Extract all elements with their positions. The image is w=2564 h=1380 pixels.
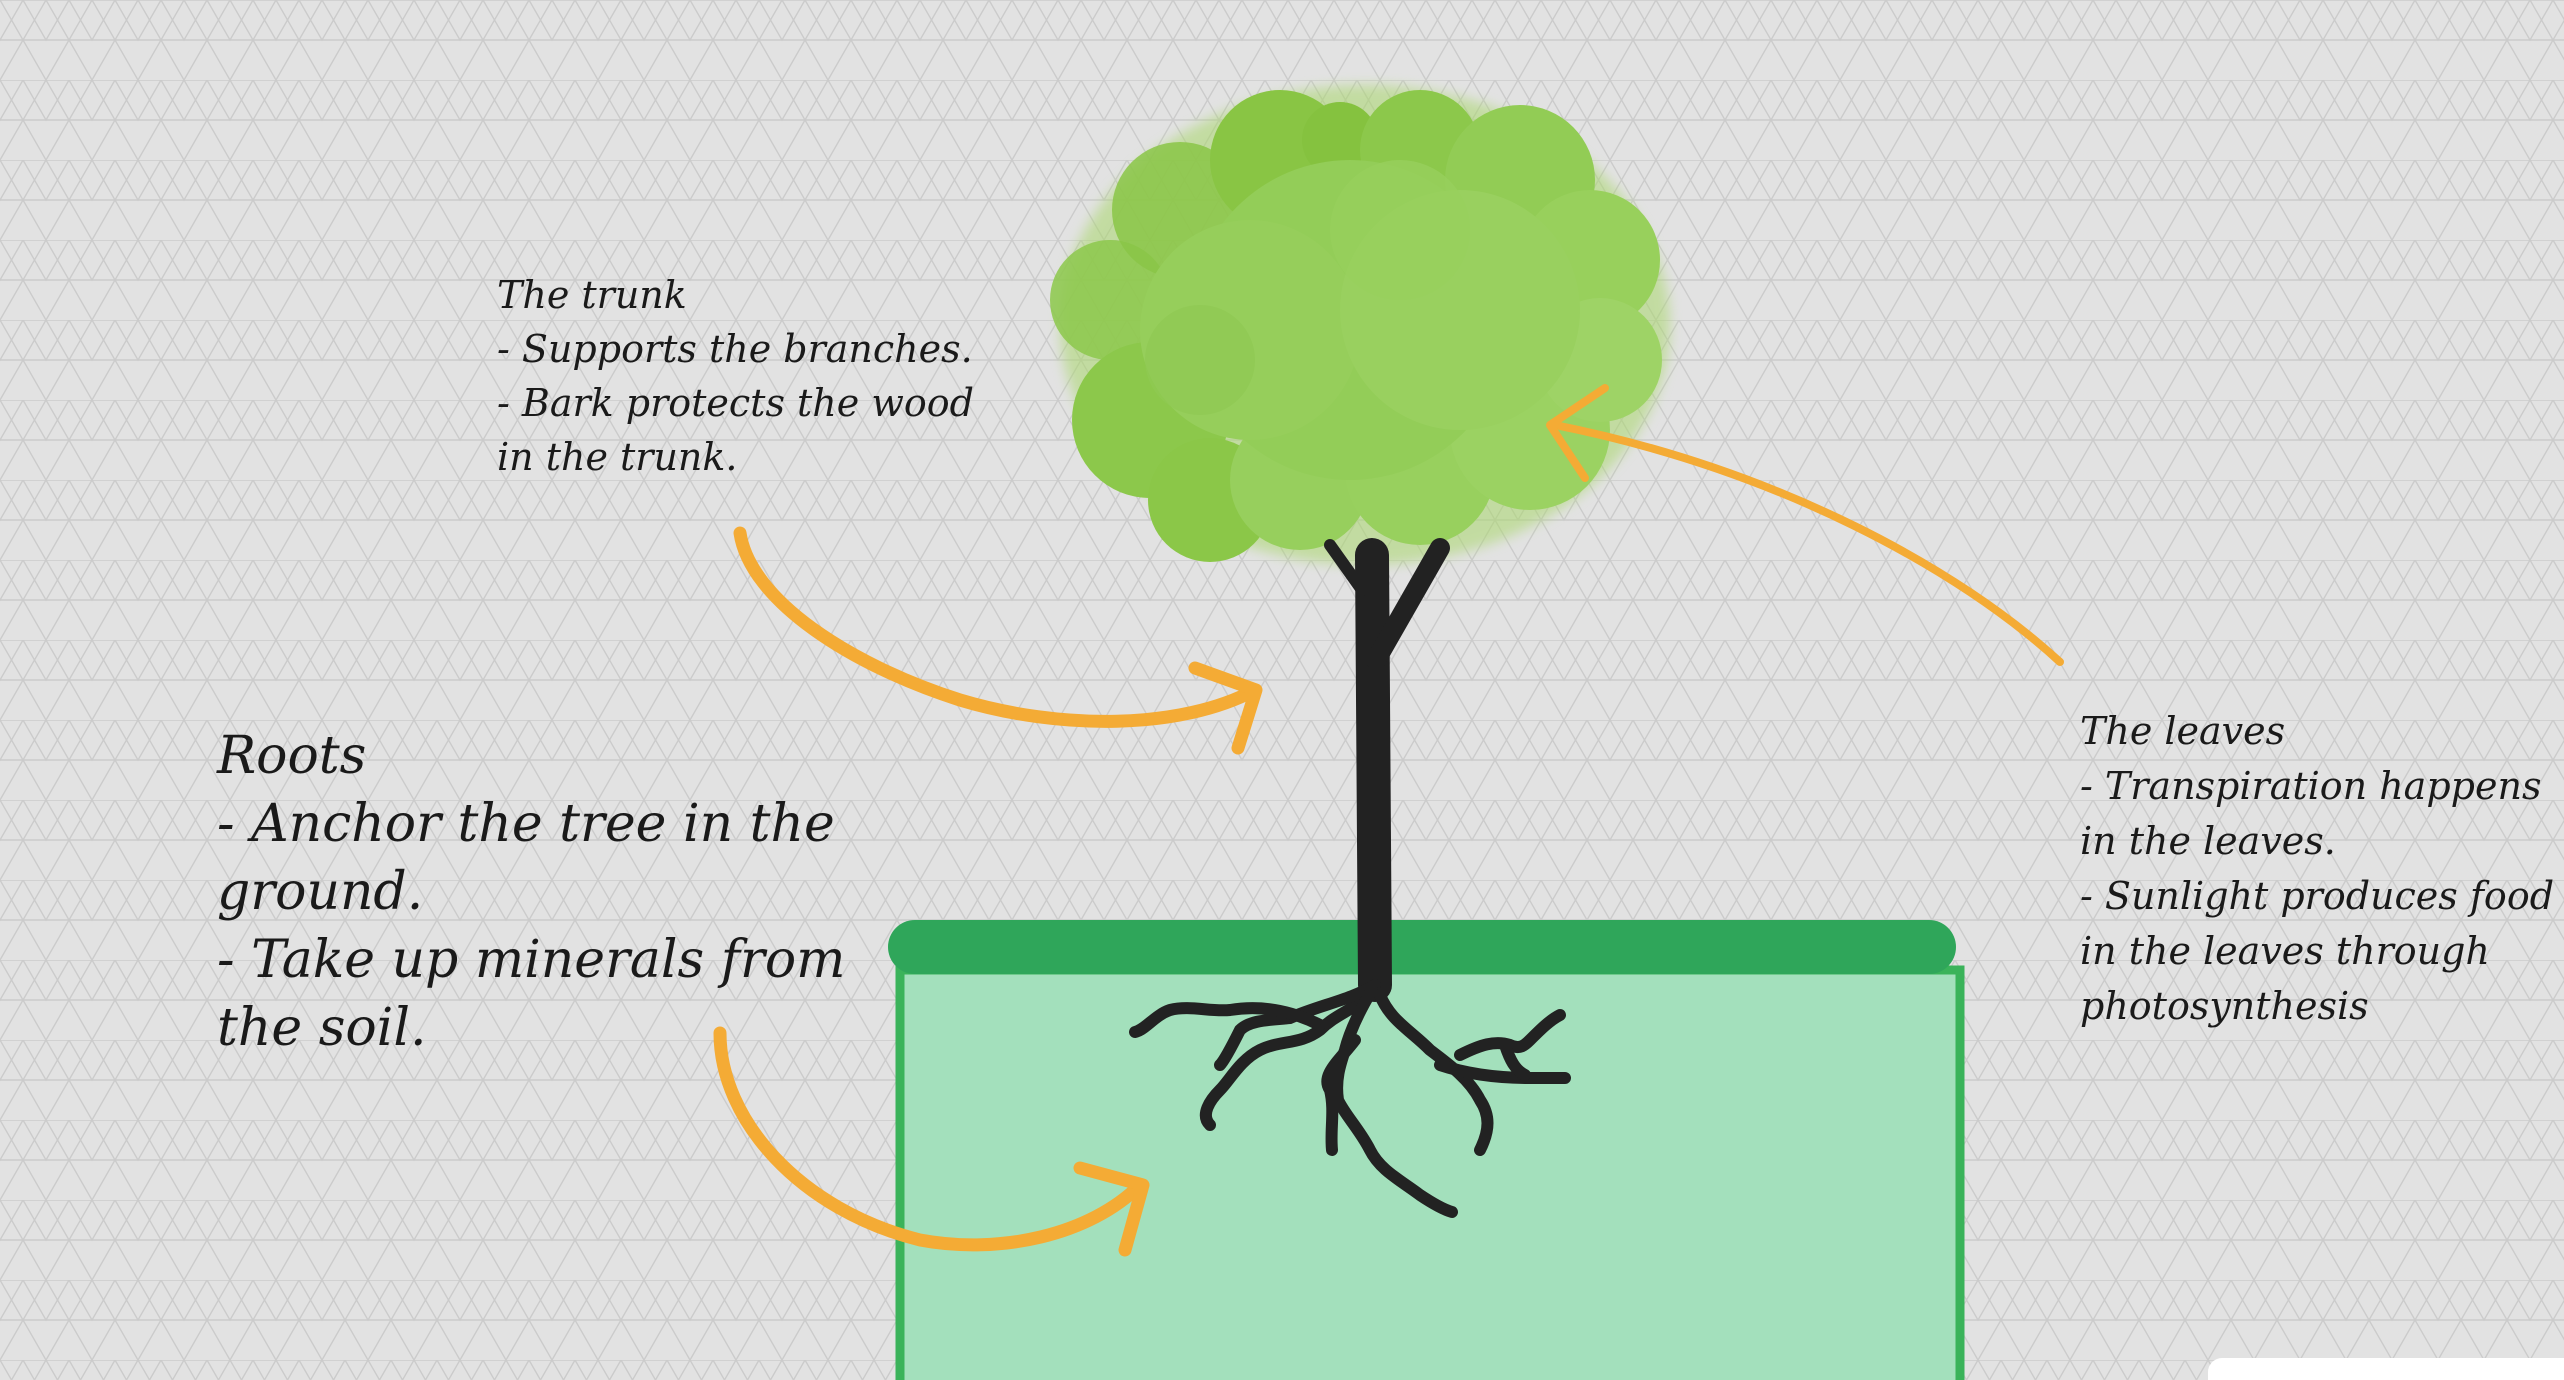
tree-roots xyxy=(1129,979,1571,1218)
ground-bar xyxy=(888,920,1956,974)
leaves-note-title: The leaves xyxy=(2080,709,2286,753)
roots-note-line: - Take up minerals from xyxy=(217,930,846,990)
roots-note-line: the soil. xyxy=(217,998,427,1058)
roots-note-title: Roots xyxy=(217,726,367,786)
trunk-note-line: - Bark protects the wood xyxy=(497,381,974,425)
corner-panel xyxy=(2208,1358,2564,1380)
leaves-note-line: - Sunlight produces food xyxy=(2080,874,2555,918)
arrow-to-leaves xyxy=(1546,384,2064,666)
arrow-to-trunk xyxy=(733,526,1263,755)
tree-trunk xyxy=(1324,538,1450,1002)
roots-note: Roots - Anchor the tree in the ground. -… xyxy=(217,722,846,1062)
trunk-note: The trunk - Supports the branches. - Bar… xyxy=(497,268,974,484)
tree-canopy xyxy=(1050,85,1670,565)
roots-note-line: - Anchor the tree in the xyxy=(217,794,835,854)
trunk-note-title: The trunk xyxy=(497,273,687,317)
roots-note-line: ground. xyxy=(217,862,424,922)
leaves-note: The leaves - Transpiration happens in th… xyxy=(2080,704,2554,1034)
trunk-note-line: in the trunk. xyxy=(497,435,738,479)
leaves-note-line: photosynthesis xyxy=(2080,984,2369,1028)
soil-box xyxy=(895,965,1965,1380)
arrow-to-roots xyxy=(713,1026,1150,1257)
leaves-note-line: in the leaves. xyxy=(2080,819,2336,863)
trunk-note-line: - Supports the branches. xyxy=(497,327,973,371)
leaves-note-line: - Transpiration happens xyxy=(2080,764,2542,808)
leaves-note-line: in the leaves through xyxy=(2080,929,2490,973)
